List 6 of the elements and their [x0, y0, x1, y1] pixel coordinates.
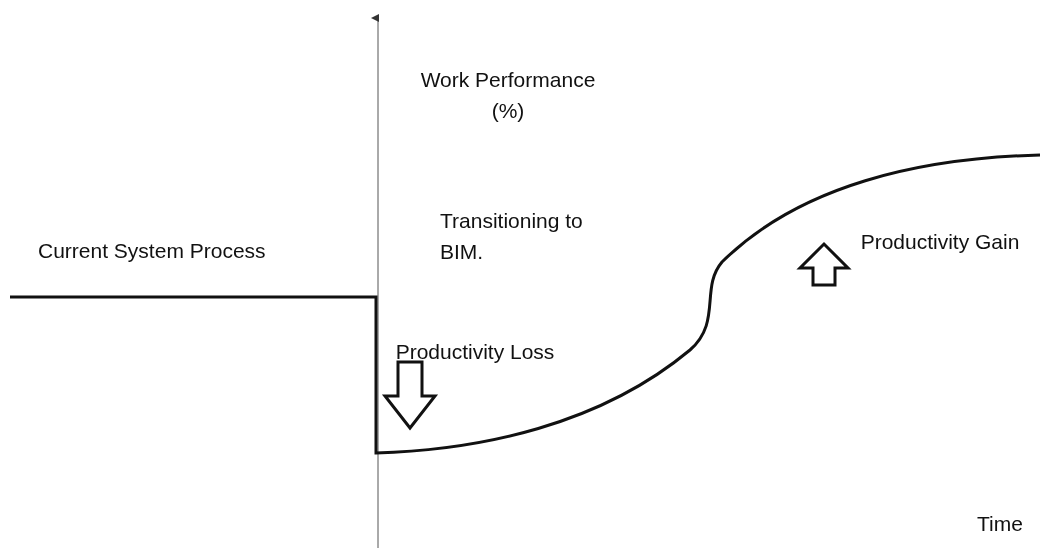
annotation-text: Productivity Gain	[860, 229, 1020, 255]
phase-label: Current System Process	[38, 238, 267, 264]
axis-label: Work Performance (%)	[419, 67, 597, 124]
axis-label: Time	[976, 511, 1024, 537]
phase-label: Transitioning to BIM.	[440, 208, 584, 265]
annotation-text: Productivity Loss	[395, 339, 555, 365]
